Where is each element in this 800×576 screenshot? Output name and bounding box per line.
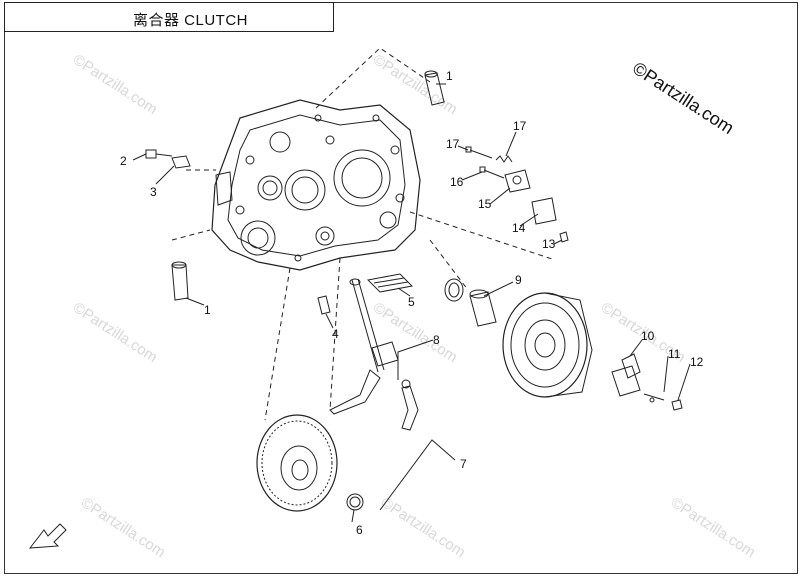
- title-box: 离合器 CLUTCH: [4, 2, 334, 32]
- callout-4: 4: [332, 327, 339, 341]
- callout-14: 14: [512, 221, 526, 235]
- primary-gear-part-7: [256, 414, 338, 512]
- direction-arrow-icon: [28, 523, 67, 549]
- bolt-part-16: [479, 166, 505, 179]
- assembly-lines: [171, 47, 556, 421]
- oil-strainer-part-5: [366, 273, 414, 293]
- watermark-8: ©Partzilla.com: [668, 494, 759, 561]
- callout-1a: 1: [446, 69, 453, 83]
- bolt-part-17a: [465, 146, 493, 159]
- page-title: 离合器 CLUTCH: [133, 12, 249, 29]
- bolt-part-13: [559, 231, 569, 243]
- bearing-part-9: [444, 278, 497, 327]
- clutch-lifter-part-10: [611, 353, 641, 397]
- callout-13: 13: [542, 237, 556, 251]
- callout-1b: 1: [204, 303, 211, 317]
- bracket-part-15: [504, 169, 531, 193]
- callout-16: 16: [450, 175, 464, 189]
- callout-11: 11: [668, 347, 681, 361]
- callout-labels: 1 1 2 3 4 5 6 7 8 9 10 11 12 13 14 15 16…: [120, 69, 704, 537]
- spring-part-17b: [495, 155, 513, 163]
- callout-15: 15: [478, 197, 492, 211]
- callout-10: 10: [641, 329, 655, 343]
- dowel-pin-lower: [171, 261, 189, 301]
- lifter-rod-part-11: [643, 393, 665, 403]
- plate-part-3: [171, 155, 191, 169]
- watermark-6: ©Partzilla.com: [78, 494, 169, 561]
- callout-17b: 17: [513, 119, 527, 133]
- watermark-4: ©Partzilla.com: [370, 299, 461, 366]
- diagram-frame: [4, 2, 798, 574]
- callout-9: 9: [515, 273, 522, 287]
- callout-2: 2: [120, 154, 127, 168]
- pin-part-12: [671, 399, 683, 411]
- callout-3: 3: [150, 185, 157, 199]
- circlip-part-6: [346, 493, 364, 511]
- callout-12: 12: [690, 355, 704, 369]
- crankcase: [211, 99, 421, 271]
- callout-7: 7: [460, 457, 467, 471]
- dowel-pin-upper: [424, 70, 445, 106]
- bolt-part-2: [145, 149, 173, 159]
- watermark-1: ©Partzilla.com: [70, 51, 161, 118]
- callout-17a: 17: [446, 137, 460, 151]
- pin-part-4: [317, 295, 331, 315]
- callout-8: 8: [433, 333, 440, 347]
- clutch-assembly-part-9: [502, 292, 593, 398]
- callout-5: 5: [408, 295, 415, 309]
- watermark-7: ©Partzilla.com: [378, 494, 469, 561]
- watermark-3: ©Partzilla.com: [70, 299, 161, 366]
- shift-shaft-part-8: [329, 278, 419, 431]
- cover-part-14: [531, 197, 557, 225]
- leader-lines: [132, 83, 691, 523]
- callout-6: 6: [356, 523, 363, 537]
